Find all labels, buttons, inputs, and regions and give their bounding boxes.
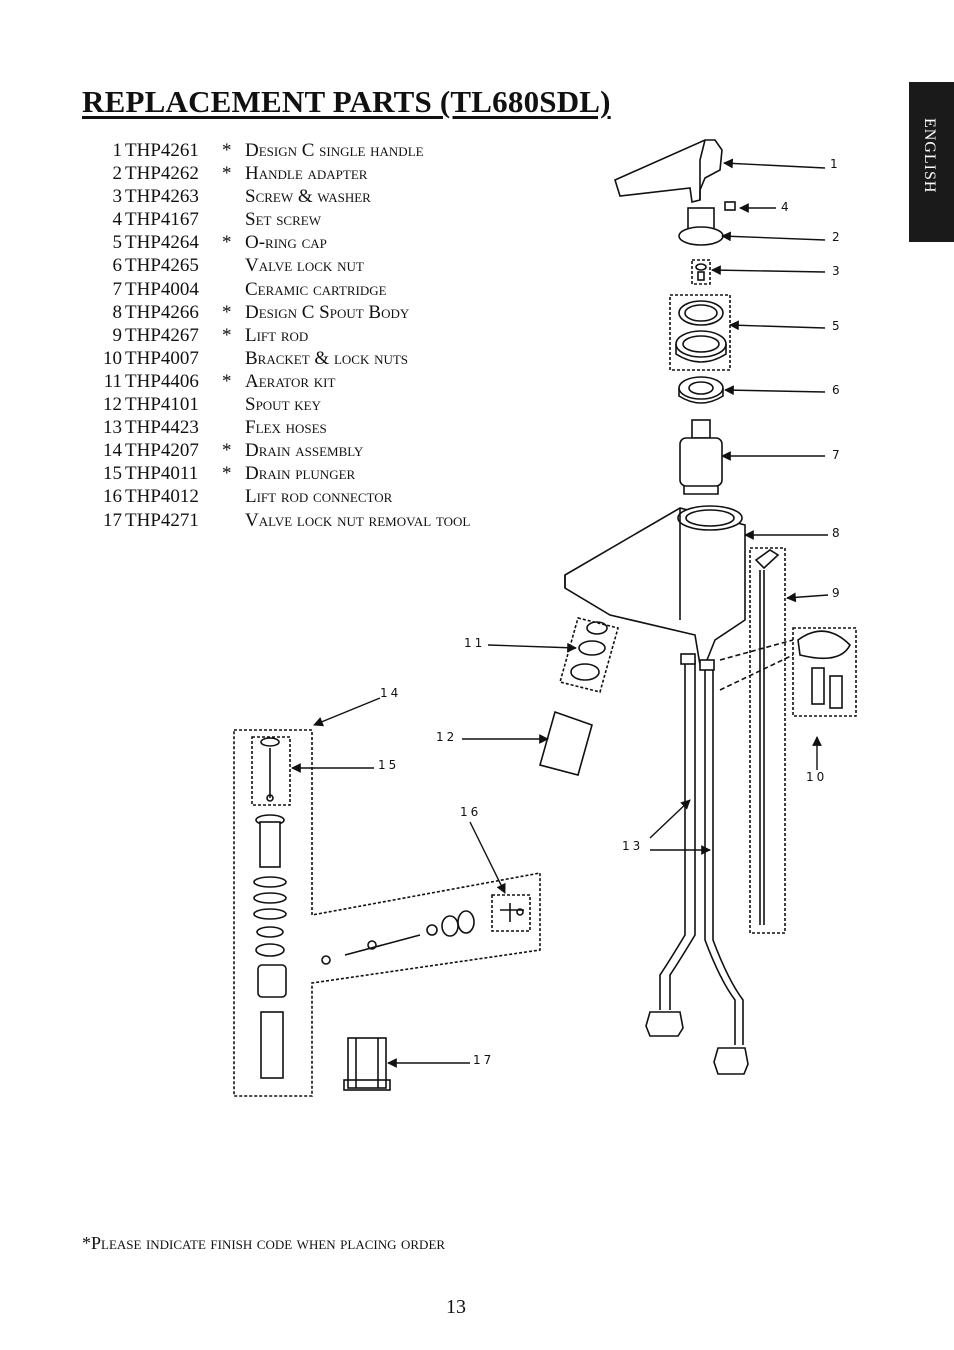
part-number: 13 xyxy=(103,417,122,439)
part-number: 10 xyxy=(103,347,122,369)
callout-13: 13 xyxy=(622,839,643,853)
language-tab: ENGLISH xyxy=(909,82,954,242)
callout-9: 9 xyxy=(832,586,843,600)
callout-16: 16 xyxy=(460,805,481,819)
part-code: THP4266 xyxy=(125,301,199,323)
part-description: Design C Spout Body xyxy=(245,301,410,323)
finish-marker: * xyxy=(222,163,232,185)
callout-10: 10 xyxy=(806,770,827,784)
callout-12: 12 xyxy=(436,730,457,744)
part-number: 3 xyxy=(112,186,123,208)
finish-marker: * xyxy=(222,140,232,161)
o-ring-cap-part xyxy=(669,294,731,371)
part-code: THP4265 xyxy=(125,255,199,277)
part-code: THP4101 xyxy=(125,394,199,416)
part-description: Handle adapter xyxy=(245,163,368,185)
part-description: Aerator kit xyxy=(245,370,336,392)
part-code: THP4263 xyxy=(125,186,199,208)
callout-4: 4 xyxy=(781,200,792,214)
part-description: Drain assembly xyxy=(245,440,364,462)
part-code: THP4007 xyxy=(125,347,199,369)
finish-marker: * xyxy=(222,463,232,485)
part-number: 17 xyxy=(103,509,122,531)
part-description: Design C single handle xyxy=(245,140,424,161)
screw-washer-part xyxy=(691,259,711,285)
part-number: 5 xyxy=(112,232,123,254)
lift-rod-part xyxy=(749,547,786,934)
finish-marker: * xyxy=(222,324,232,346)
part-number: 2 xyxy=(112,163,123,185)
part-number: 1 xyxy=(112,140,123,161)
finish-marker: * xyxy=(222,440,232,462)
callout-5: 5 xyxy=(832,319,843,333)
valve-lock-nut-part xyxy=(678,376,724,404)
part-code: THP4271 xyxy=(125,509,199,531)
removal-tool-part xyxy=(343,1037,391,1091)
flex-hoses-part xyxy=(645,653,749,1075)
callout-11: 11 xyxy=(464,636,485,650)
part-code: THP4264 xyxy=(125,232,199,254)
callout-3: 3 xyxy=(832,264,843,278)
part-description: Spout key xyxy=(245,394,321,416)
part-number: 15 xyxy=(103,463,122,485)
callout-1: 1 xyxy=(830,157,841,171)
part-number: 8 xyxy=(112,301,123,323)
part-code: THP4423 xyxy=(125,417,199,439)
callout-2: 2 xyxy=(832,230,843,244)
callout-14: 14 xyxy=(380,686,401,700)
part-code: THP4011 xyxy=(125,463,199,485)
callout-7: 7 xyxy=(832,448,843,462)
language-tab-label: ENGLISH xyxy=(921,118,938,194)
part-description: Screw & washer xyxy=(245,186,371,208)
part-code: THP4406 xyxy=(125,370,199,392)
part-code: THP4012 xyxy=(125,486,199,508)
finish-code-footnote: *Please indicate finish code when placin… xyxy=(82,1233,446,1253)
part-description: Lift rod xyxy=(245,324,309,346)
part-number: 11 xyxy=(103,370,122,392)
part-code: THP4267 xyxy=(125,324,199,346)
page-number: 13 xyxy=(446,1296,466,1318)
callout-17: 17 xyxy=(473,1053,494,1067)
part-description: Ceramic cartridge xyxy=(245,278,387,300)
part-code: THP4262 xyxy=(125,163,199,185)
part-number: 6 xyxy=(112,255,123,277)
part-description: Drain plunger xyxy=(245,463,356,485)
handle-adapter-part xyxy=(678,201,736,246)
finish-marker: * xyxy=(222,370,232,392)
callout-8: 8 xyxy=(832,526,843,540)
part-code: THP4207 xyxy=(125,440,199,462)
part-number: 12 xyxy=(103,394,122,416)
part-number: 9 xyxy=(112,324,123,346)
callout-15: 15 xyxy=(378,758,399,772)
finish-marker: * xyxy=(222,301,232,323)
spout-key-part xyxy=(539,710,593,776)
aerator-kit-part xyxy=(559,617,619,693)
part-description: Bracket & lock nuts xyxy=(245,347,409,369)
callout-6: 6 xyxy=(832,383,843,397)
part-code: THP4167 xyxy=(125,209,199,231)
part-code: THP4004 xyxy=(125,278,199,300)
page-title: REPLACEMENT PARTS (TL680SDL) xyxy=(82,84,611,119)
part-description: Valve lock nut xyxy=(245,255,364,277)
part-description: Lift rod connector xyxy=(245,486,393,508)
part-description: Set screw xyxy=(245,209,321,231)
lift-rod-connector-part xyxy=(491,894,531,932)
drain-assembly-part xyxy=(233,729,541,1097)
part-number: 4 xyxy=(112,209,123,231)
part-code: THP4261 xyxy=(125,140,199,161)
finish-marker: * xyxy=(222,232,232,254)
part-number: 16 xyxy=(103,486,122,508)
part-number: 14 xyxy=(103,440,122,462)
part-number: 7 xyxy=(112,278,123,300)
bracket-lock-nuts-part xyxy=(719,627,857,717)
part-description: O-ring cap xyxy=(245,232,327,254)
part-description: Valve lock nut removal tool xyxy=(245,509,471,531)
part-description: Flex hoses xyxy=(245,417,327,439)
ceramic-cartridge-part xyxy=(679,419,723,495)
handle-part xyxy=(614,139,723,203)
